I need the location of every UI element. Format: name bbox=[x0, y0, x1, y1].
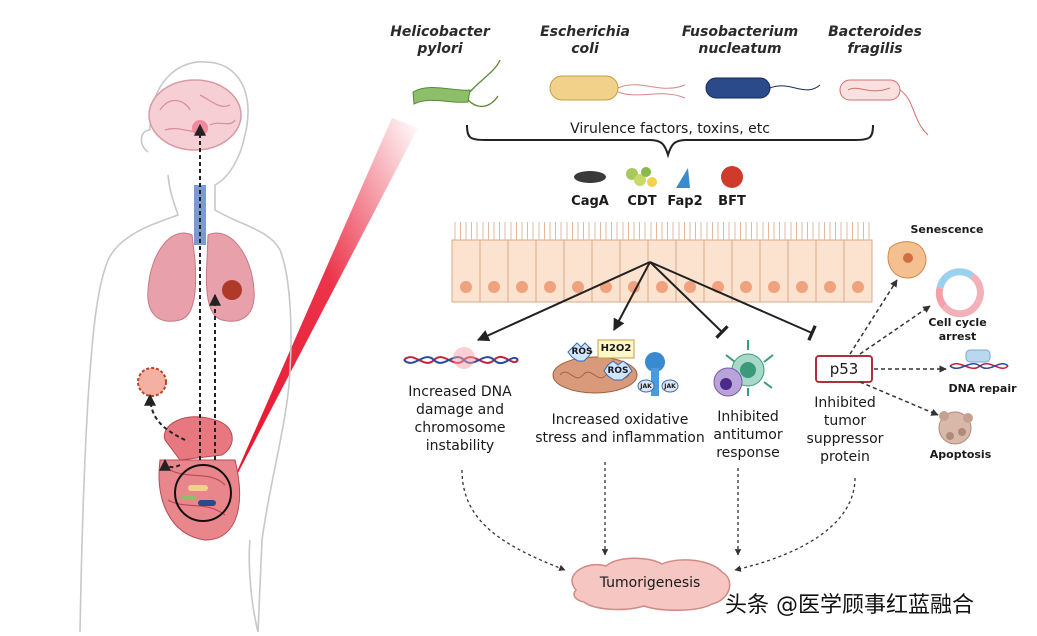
p53-label: p53 bbox=[829, 360, 859, 378]
bacterium-label-f-nucleatum: Fusobacterium nucleatum bbox=[681, 24, 799, 57]
virulence-brace bbox=[466, 124, 874, 159]
effect-arrows bbox=[476, 261, 817, 342]
bacterium-h-pylori bbox=[412, 59, 501, 107]
senescence-cell bbox=[887, 241, 927, 279]
cell-nucleus bbox=[488, 281, 500, 293]
watermark: 头条 @医学顾事红蓝融合 bbox=[725, 593, 974, 618]
fap2-icon bbox=[676, 168, 690, 188]
outcome-label-senescence: Senescence bbox=[910, 223, 984, 236]
cell-nucleus bbox=[768, 281, 780, 293]
cell-nucleus bbox=[796, 281, 808, 293]
dna-repair-icon bbox=[949, 349, 1009, 369]
bacterium-e-coli bbox=[549, 75, 686, 101]
epithelium bbox=[451, 222, 873, 303]
toxin-label-caga: CagA bbox=[571, 194, 609, 209]
cell-nucleus bbox=[852, 281, 864, 293]
apoptosis-cell bbox=[938, 411, 973, 445]
brain bbox=[148, 79, 242, 151]
jak-label-1: JAK bbox=[640, 383, 652, 390]
cell-nucleus bbox=[684, 281, 696, 293]
p53-outcome-arrows bbox=[849, 279, 947, 416]
dna-helix bbox=[403, 347, 519, 369]
h2o2-box bbox=[597, 339, 635, 359]
breast-tumor bbox=[137, 367, 167, 397]
effect-label-suppressor: Inhibited tumor suppressor protein bbox=[806, 395, 884, 465]
virulence-label: Virulence factors, toxins, etc bbox=[570, 121, 770, 137]
caga-icon bbox=[574, 171, 606, 183]
cell-nucleus bbox=[544, 281, 556, 293]
outcome-label-apoptosis: Apoptosis bbox=[929, 448, 992, 461]
human-body bbox=[79, 61, 292, 633]
toxin-label-cdt: CDT bbox=[627, 194, 657, 209]
toxin-label-fap2: Fap2 bbox=[667, 194, 703, 209]
gut bbox=[158, 416, 241, 541]
bft-icon bbox=[721, 166, 743, 188]
tumorigenesis-arrows bbox=[461, 462, 856, 572]
bacterium-label-b-fragilis: Bacteroides fragilis bbox=[828, 24, 922, 57]
cdt-icon bbox=[626, 167, 657, 187]
zoom-beam bbox=[228, 118, 418, 492]
toxin-label-bft: BFT bbox=[718, 194, 746, 209]
tumorigenesis-cloud bbox=[571, 557, 731, 612]
effect-label-antitumor: Inhibited antitumor response bbox=[713, 409, 783, 461]
effect-label-oxidative: Increased oxidative stress and inflammat… bbox=[535, 412, 705, 446]
cell-cycle-ring bbox=[935, 268, 984, 318]
bacterium-b-fragilis bbox=[839, 79, 929, 136]
bacterium-label-e-coli: Escherichia coli bbox=[540, 24, 630, 57]
ros-burst-2 bbox=[603, 360, 633, 381]
dissemination-arrows bbox=[144, 123, 221, 471]
bacterium-label-h-pylori: Helicobacter pylori bbox=[390, 24, 490, 57]
immune-cell bbox=[713, 340, 774, 397]
outcome-label-cell-cycle: Cell cycle arrest bbox=[928, 316, 987, 343]
bacterium-f-nucleatum bbox=[705, 77, 821, 99]
ros-label-1: ROS bbox=[571, 347, 593, 357]
ros-label-2: ROS bbox=[607, 366, 629, 376]
cell-nucleus bbox=[460, 281, 472, 293]
h2o2-label: H2O2 bbox=[600, 343, 632, 354]
p53-box bbox=[815, 355, 873, 383]
tumorigenesis-label: Tumorigenesis bbox=[599, 575, 701, 591]
jak-label-2: JAK bbox=[664, 383, 676, 390]
outcome-label-dna-repair: DNA repair bbox=[948, 382, 1017, 395]
jak-receptor bbox=[637, 352, 679, 396]
ros-burst-1 bbox=[567, 342, 593, 362]
cell-nucleus bbox=[572, 281, 584, 293]
cell-nucleus bbox=[824, 281, 836, 293]
cell-nucleus bbox=[516, 281, 528, 293]
cell-nucleus bbox=[740, 281, 752, 293]
cell-nucleus bbox=[628, 281, 640, 293]
cell-nucleus bbox=[656, 281, 668, 293]
effect-label-dna: Increased DNA damage and chromosome inst… bbox=[408, 384, 512, 454]
